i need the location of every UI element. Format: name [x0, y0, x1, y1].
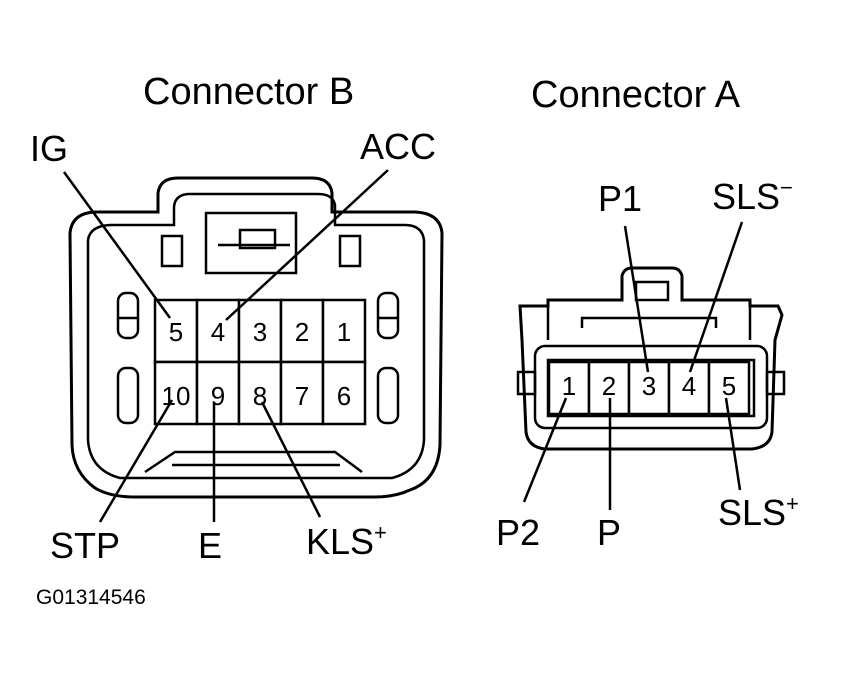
connector-b-pin-numbers: 5 4 3 2 1 10 9 8 7 6 — [162, 317, 352, 411]
pin-b-10: 10 — [162, 381, 191, 411]
pin-b-6: 6 — [337, 381, 351, 411]
label-sls-minus: SLS− — [712, 175, 793, 217]
pin-b-7: 7 — [295, 381, 309, 411]
leader-p2 — [522, 397, 568, 503]
connector-b-leader-lines — [62, 169, 389, 523]
label-p1: P1 — [598, 178, 642, 219]
connector-b-latch — [204, 211, 298, 275]
connector-a-latch — [634, 280, 670, 302]
pin-a-1: 1 — [562, 371, 576, 401]
label-stp: STP — [50, 525, 120, 566]
connector-b-pin-grid — [153, 298, 367, 426]
pin-a-4: 4 — [682, 371, 696, 401]
leader-sls-minus — [688, 221, 744, 373]
label-sls-plus-sup: + — [786, 491, 799, 516]
leader-p1 — [623, 225, 650, 373]
label-sls-minus-text: SLS — [712, 176, 780, 217]
pin-a-3: 3 — [642, 371, 656, 401]
leader-stp — [98, 399, 174, 523]
connector-b-title: Connector B — [143, 71, 354, 113]
label-kls: KLS+ — [306, 520, 387, 562]
connector-a-title: Connector A — [531, 74, 741, 116]
pin-b-1: 1 — [337, 317, 351, 347]
label-kls-sup: + — [374, 520, 387, 545]
label-e: E — [198, 525, 222, 566]
label-kls-text: KLS — [306, 521, 374, 562]
pin-a-5: 5 — [722, 371, 736, 401]
leader-kls — [260, 401, 322, 518]
label-sls-plus-text: SLS — [718, 492, 786, 533]
label-p: P — [597, 512, 621, 553]
label-acc: ACC — [360, 126, 436, 167]
figure-code: G01314546 — [36, 586, 146, 609]
pin-b-5: 5 — [169, 317, 183, 347]
connector-a-housing — [516, 266, 786, 451]
pin-b-4: 4 — [211, 317, 225, 347]
connector-b-housing — [68, 176, 444, 499]
label-p2: P2 — [496, 512, 540, 553]
connector-a-pin-numbers: 1 2 3 4 5 — [562, 371, 736, 401]
pin-b-3: 3 — [253, 317, 267, 347]
pin-a-2: 2 — [602, 371, 616, 401]
leader-sls-plus — [724, 397, 742, 491]
label-sls-plus: SLS+ — [718, 491, 799, 533]
label-sls-minus-sup: − — [780, 175, 793, 200]
leader-ig — [62, 171, 172, 319]
leader-acc — [225, 169, 389, 321]
label-ig: IG — [30, 128, 68, 169]
connector-a-leader-lines — [522, 221, 744, 510]
pin-b-2: 2 — [295, 317, 309, 347]
